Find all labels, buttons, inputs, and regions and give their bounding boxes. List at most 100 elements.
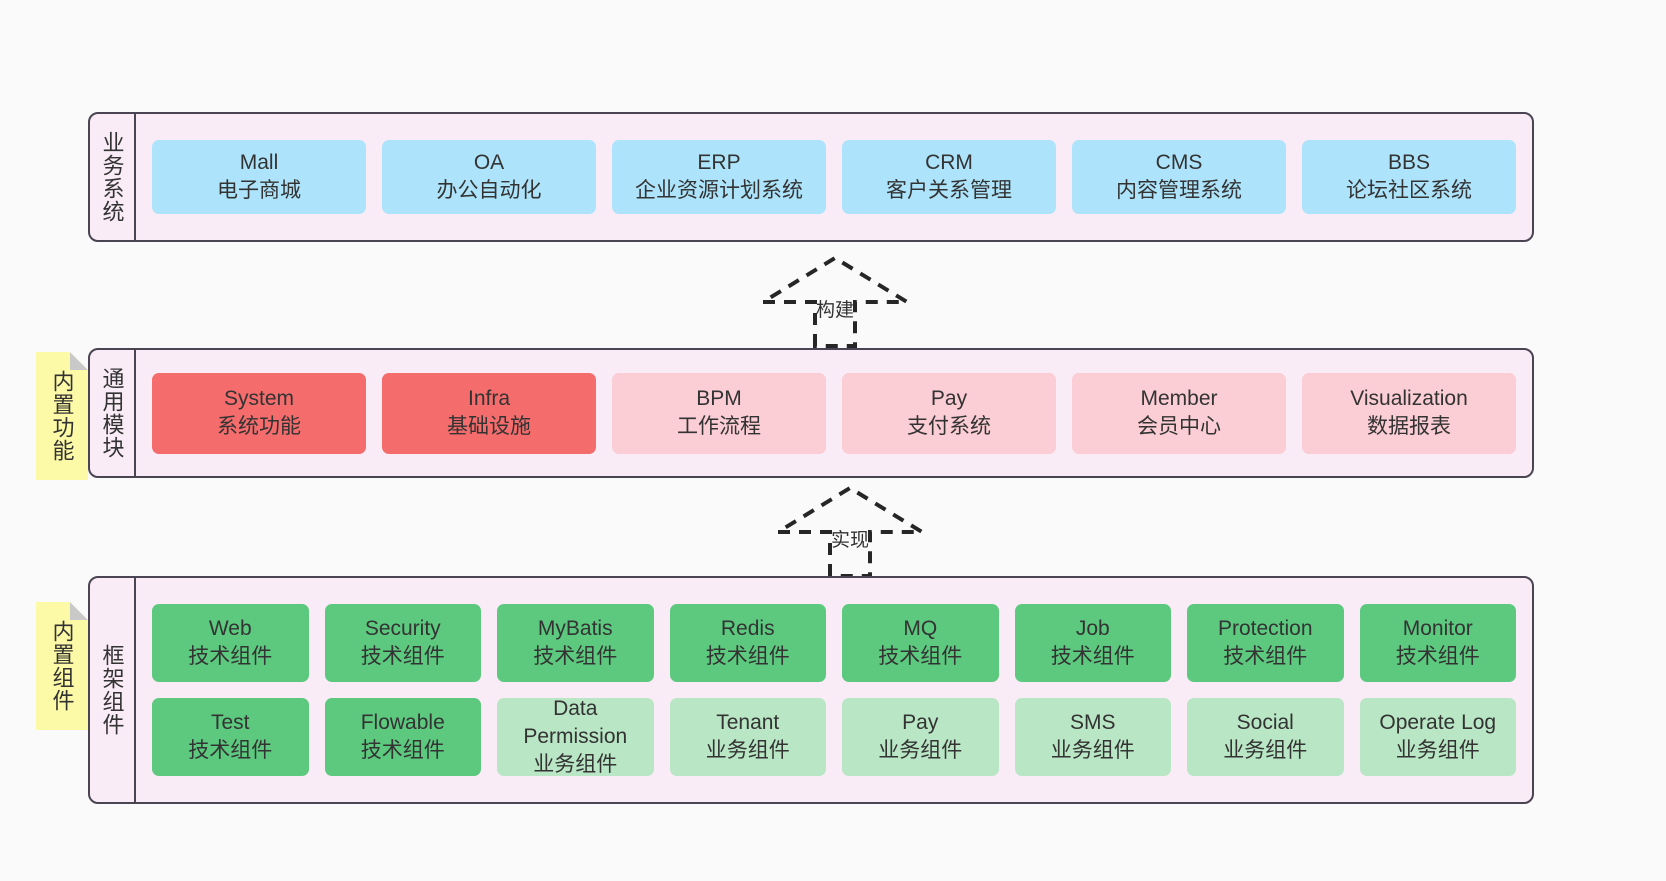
node-crm-en: CRM — [925, 151, 973, 175]
node-redis-en: Redis — [720, 617, 775, 641]
node-mall[interactable]: Mall 电子商城 — [152, 140, 366, 214]
node-security-cn: 技术组件 — [360, 645, 445, 668]
node-bbs-cn: 论坛社区系统 — [1346, 179, 1472, 202]
node-bpm-en: BPM — [696, 387, 742, 411]
node-cms[interactable]: CMS 内容管理系统 — [1072, 140, 1286, 214]
node-flowable-cn: 技术组件 — [360, 739, 445, 762]
node-system[interactable]: System 系统功能 — [152, 372, 366, 454]
node-oa[interactable]: OA 办公自动化 — [382, 140, 596, 214]
node-flowable-en: Flowable — [360, 711, 445, 735]
node-mq-cn: 技术组件 — [878, 645, 963, 668]
node-data-permission[interactable]: Data Permission 业务组件 — [497, 697, 654, 776]
node-cms-cn: 内容管理系统 — [1116, 179, 1242, 202]
node-infra-cn: 基础设施 — [447, 415, 531, 438]
node-operate-log-cn: 业务组件 — [1395, 739, 1480, 762]
node-mall-cn: 电子商城 — [217, 179, 301, 202]
node-crm[interactable]: CRM 客户关系管理 — [842, 140, 1056, 214]
layer-business-body: Mall 电子商城 OA 办公自动化 ERP 企业资源计划系统 CRM 客户关系… — [136, 114, 1532, 240]
node-oa-cn: 办公自动化 — [436, 179, 542, 202]
node-pay-module-cn: 支付系统 — [907, 415, 991, 438]
node-monitor[interactable]: Monitor 技术组件 — [1359, 604, 1516, 682]
arrow-implement-shape — [770, 485, 930, 578]
node-oa-en: OA — [473, 151, 505, 175]
node-mall-en: Mall — [239, 151, 279, 175]
note-builtin-components: 内置组件 — [36, 602, 88, 730]
layer-framework-label: 框架组件 — [90, 578, 136, 802]
node-test-cn: 技术组件 — [188, 739, 273, 762]
node-pay-component-en: Pay — [902, 711, 939, 735]
node-data-permission-en: Data Permission — [523, 697, 628, 749]
node-tenant[interactable]: Tenant 业务组件 — [669, 698, 826, 776]
node-monitor-cn: 技术组件 — [1395, 645, 1480, 668]
common-row: System 系统功能 Infra 基础设施 BPM 工作流程 Pay 支付系统… — [152, 372, 1516, 454]
note-builtin-features: 内置功能 — [36, 352, 88, 480]
node-test[interactable]: Test 技术组件 — [152, 698, 309, 776]
node-infra[interactable]: Infra 基础设施 — [382, 372, 596, 454]
node-visualization[interactable]: Visualization 数据报表 — [1302, 372, 1516, 454]
node-mybatis-cn: 技术组件 — [533, 645, 618, 668]
layer-business-label: 业务系统 — [90, 114, 136, 240]
node-system-cn: 系统功能 — [217, 415, 301, 438]
node-social-en: Social — [1236, 711, 1294, 735]
node-job[interactable]: Job 技术组件 — [1014, 604, 1171, 682]
node-redis[interactable]: Redis 技术组件 — [669, 604, 826, 682]
node-protection-cn: 技术组件 — [1223, 645, 1308, 668]
node-member-en: Member — [1140, 387, 1218, 411]
node-redis-cn: 技术组件 — [705, 645, 790, 668]
note-fold-icon — [70, 602, 88, 620]
node-infra-en: Infra — [467, 387, 511, 411]
node-erp-en: ERP — [697, 151, 741, 175]
node-sms[interactable]: SMS 业务组件 — [1014, 698, 1171, 776]
layer-common-label: 通用模块 — [90, 350, 136, 476]
node-mq[interactable]: MQ 技术组件 — [842, 604, 999, 682]
node-protection-en: Protection — [1217, 617, 1313, 641]
node-pay-module[interactable]: Pay 支付系统 — [842, 372, 1056, 454]
node-job-cn: 技术组件 — [1050, 645, 1135, 668]
node-erp[interactable]: ERP 企业资源计划系统 — [612, 140, 826, 214]
framework-row-business: Test 技术组件 Flowable 技术组件 Data Permission … — [152, 697, 1516, 776]
node-flowable[interactable]: Flowable 技术组件 — [324, 698, 481, 776]
node-pay-component[interactable]: Pay 业务组件 — [842, 698, 999, 776]
node-pay-module-en: Pay — [930, 387, 968, 411]
node-bbs-en: BBS — [1387, 151, 1431, 175]
node-mq-en: MQ — [903, 617, 938, 641]
node-sms-cn: 业务组件 — [1050, 739, 1135, 762]
node-visualization-cn: 数据报表 — [1367, 415, 1451, 438]
node-web-cn: 技术组件 — [188, 645, 273, 668]
node-operate-log[interactable]: Operate Log 业务组件 — [1359, 698, 1516, 776]
arrow-implement: 实现 — [770, 482, 930, 578]
node-web[interactable]: Web 技术组件 — [152, 604, 309, 682]
layer-common-modules: 通用模块 System 系统功能 Infra 基础设施 BPM 工作流程 Pay… — [88, 348, 1534, 478]
node-bpm-cn: 工作流程 — [677, 415, 761, 438]
note-fold-icon — [70, 352, 88, 370]
node-sms-en: SMS — [1069, 711, 1116, 735]
business-row: Mall 电子商城 OA 办公自动化 ERP 企业资源计划系统 CRM 客户关系… — [152, 140, 1516, 214]
node-web-en: Web — [208, 617, 252, 641]
node-tenant-cn: 业务组件 — [705, 739, 790, 762]
arrow-build-shape — [755, 255, 915, 348]
node-protection[interactable]: Protection 技术组件 — [1187, 604, 1344, 682]
node-member[interactable]: Member 会员中心 — [1072, 372, 1286, 454]
node-monitor-en: Monitor — [1402, 617, 1473, 641]
node-social-cn: 业务组件 — [1223, 739, 1308, 762]
node-social[interactable]: Social 业务组件 — [1187, 698, 1344, 776]
arrow-build: 构建 — [755, 252, 915, 348]
layer-common-body: System 系统功能 Infra 基础设施 BPM 工作流程 Pay 支付系统… — [136, 350, 1532, 476]
node-pay-component-cn: 业务组件 — [878, 739, 963, 762]
node-cms-en: CMS — [1155, 151, 1203, 175]
layer-framework-components: 框架组件 Web 技术组件 Security 技术组件 MyBatis 技术组件… — [88, 576, 1534, 804]
node-security-en: Security — [364, 617, 441, 641]
node-mybatis-en: MyBatis — [537, 617, 613, 641]
framework-row-tech: Web 技术组件 Security 技术组件 MyBatis 技术组件 Redi… — [152, 604, 1516, 682]
note-builtin-components-label: 内置组件 — [49, 620, 75, 712]
node-bbs[interactable]: BBS 论坛社区系统 — [1302, 140, 1516, 214]
node-security[interactable]: Security 技术组件 — [324, 604, 481, 682]
node-job-en: Job — [1075, 617, 1110, 641]
node-tenant-en: Tenant — [716, 711, 780, 735]
layer-business-systems: 业务系统 Mall 电子商城 OA 办公自动化 ERP 企业资源计划系统 CRM… — [88, 112, 1534, 242]
node-mybatis[interactable]: MyBatis 技术组件 — [497, 604, 654, 682]
node-data-permission-cn: 业务组件 — [533, 752, 618, 776]
node-system-en: System — [223, 387, 294, 411]
node-member-cn: 会员中心 — [1137, 415, 1221, 438]
node-bpm[interactable]: BPM 工作流程 — [612, 372, 826, 454]
